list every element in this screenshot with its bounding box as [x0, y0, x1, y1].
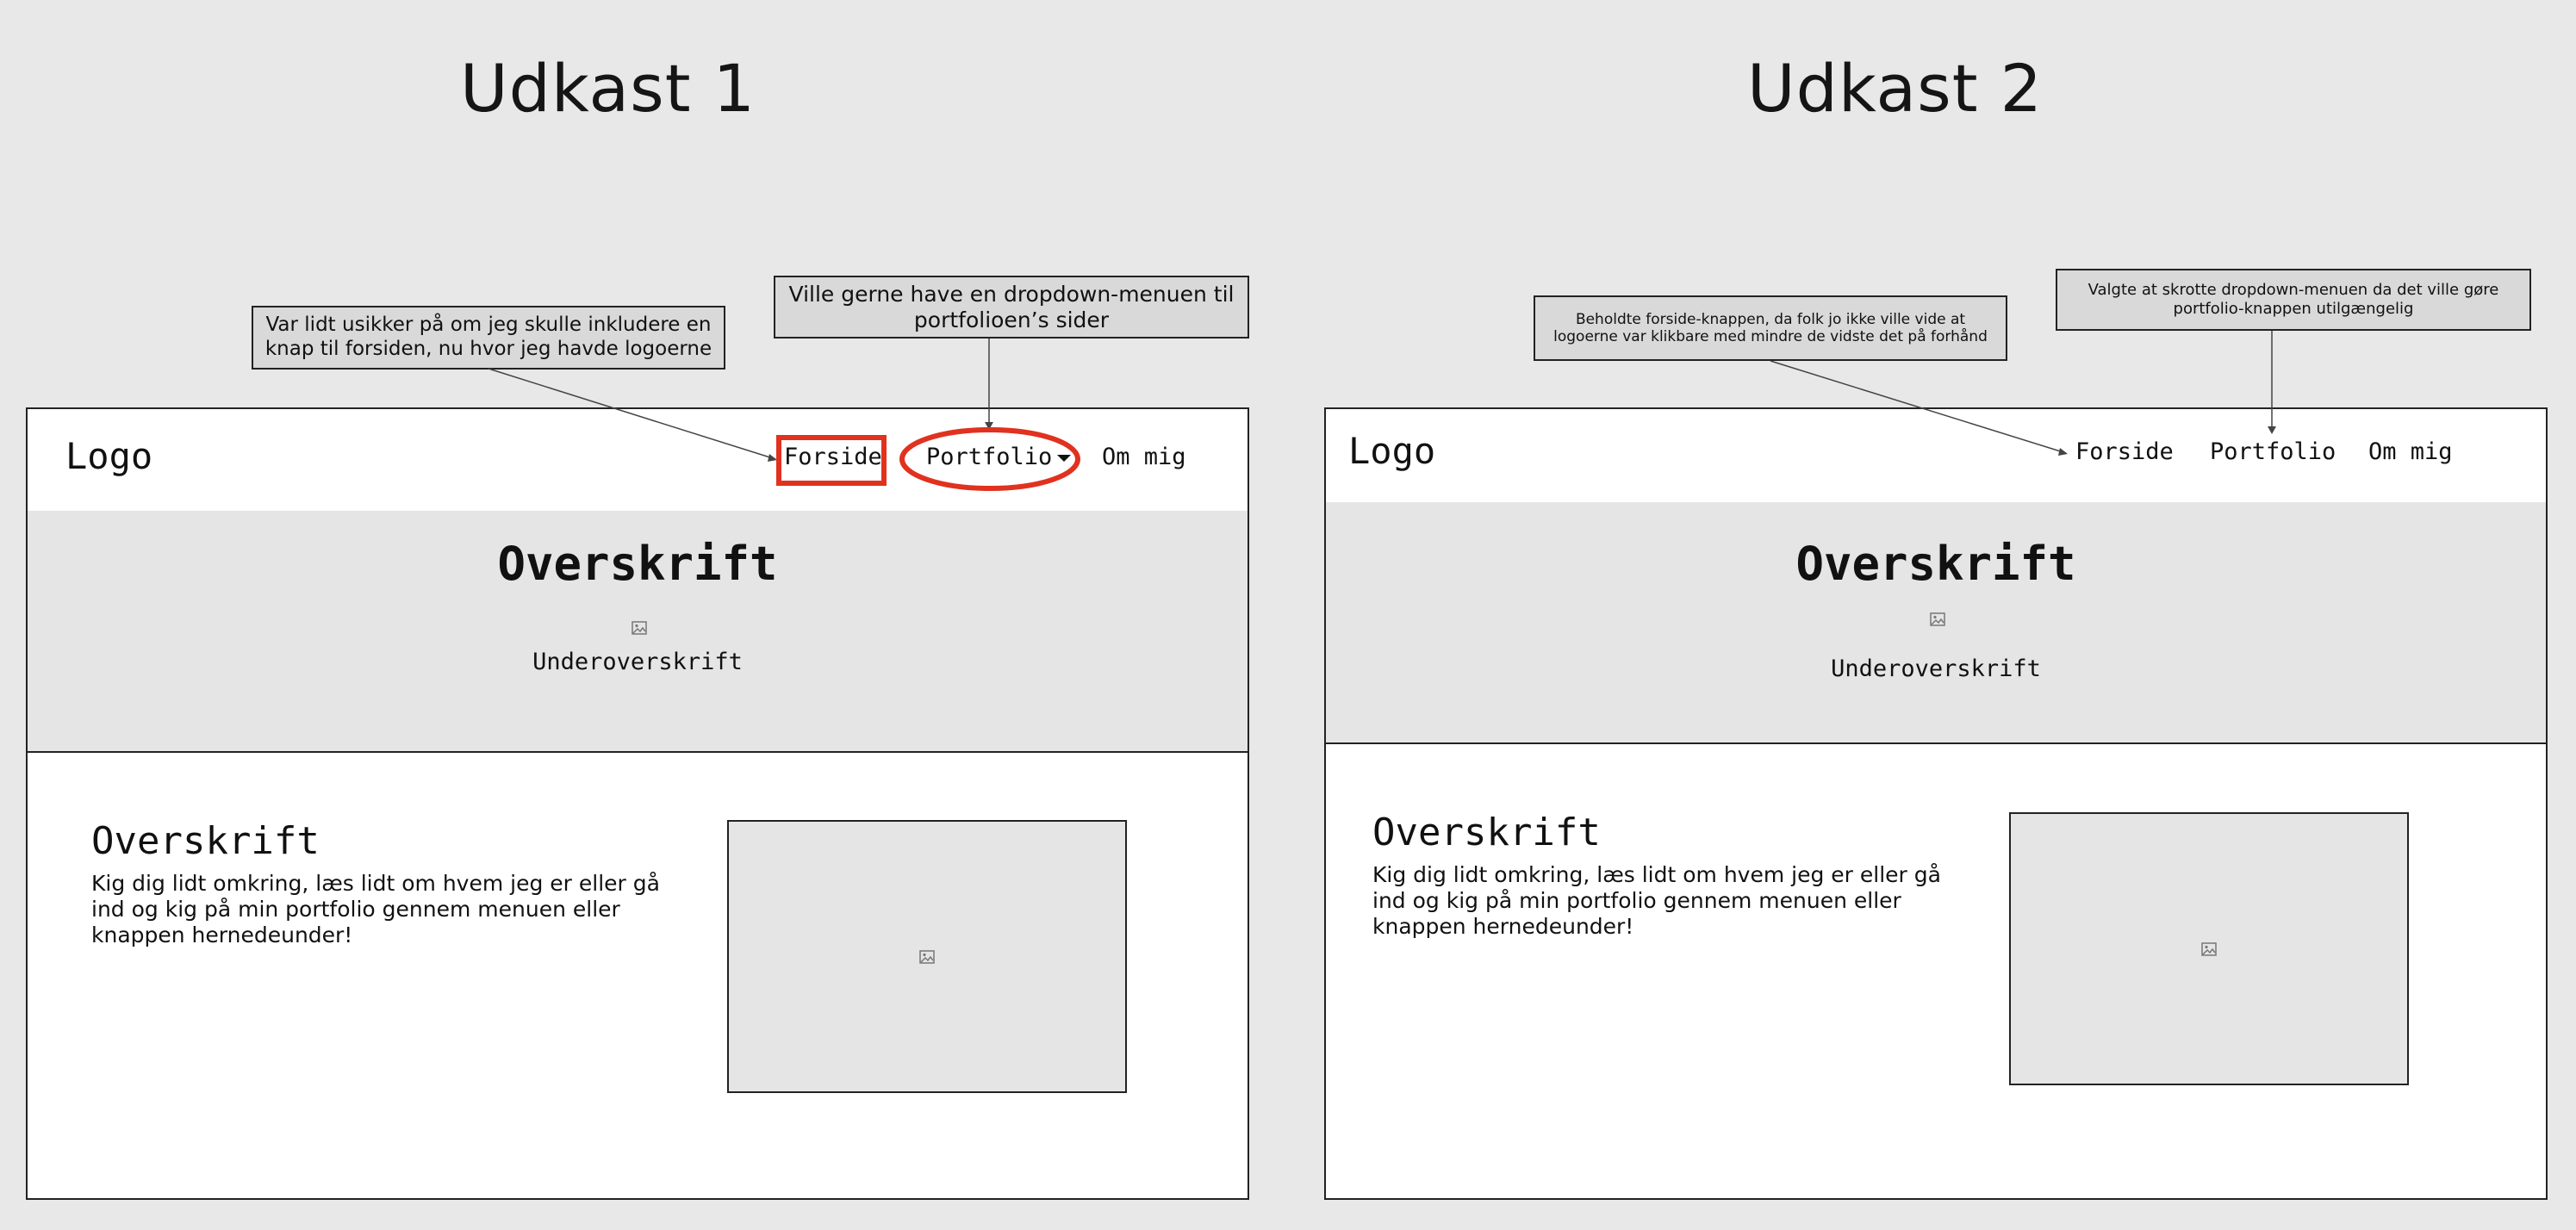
draft-2-nav-forside[interactable]: Forside	[2075, 438, 2174, 465]
draft-2-wireframe: Logo Forside Portfolio Om mig Overskrift…	[1324, 407, 2548, 1200]
draft-1-nav-portfolio[interactable]: Portfolio	[926, 444, 1072, 470]
draft-2-note-forside: Beholdte forside-knappen, da folk jo ikk…	[1534, 295, 2007, 361]
draft-1-nav-portfolio-label: Portfolio	[926, 444, 1053, 470]
draft-2-hero-image-icon	[1930, 612, 1945, 626]
draft-2-navbar: Logo Forside Portfolio Om mig	[1326, 409, 2546, 504]
draft-2-hero-title: Overskrift	[1795, 537, 2076, 591]
draft-1-hero-subtitle: Underoverskrift	[532, 649, 743, 675]
draft-2-note-dropdown: Valgte at skrotte dropdown-menuen da det…	[2056, 269, 2531, 331]
draft-2-hero: Overskrift Underoverskrift	[1326, 502, 2546, 744]
draft-2-content-title: Overskrift	[1372, 811, 1601, 854]
draft-2-note-forside-text: Beholdte forside-knappen, da folk jo ikk…	[1553, 310, 1988, 345]
draft-1-hero-image-icon	[632, 621, 647, 635]
draft-1-nav-om-mig[interactable]: Om mig	[1102, 444, 1186, 470]
chevron-down-icon	[1057, 454, 1072, 462]
draft-1-hero: Overskrift Underoverskrift	[28, 511, 1248, 753]
draft-2-nav-om-mig[interactable]: Om mig	[2368, 438, 2453, 465]
draft-2-note-dropdown-text: Valgte at skrotte dropdown-menuen da det…	[2088, 281, 2499, 318]
draft-1-note-forside-text: Var lidt usikker på om jeg skulle inklud…	[264, 314, 712, 360]
draft-1-title: Udkast 1	[460, 50, 756, 127]
draft-2-nav-portfolio[interactable]: Portfolio	[2210, 438, 2336, 465]
draft-2-title: Udkast 2	[1747, 50, 2044, 127]
draft-2-image-placeholder	[2009, 812, 2409, 1085]
draft-1-content-title: Overskrift	[91, 819, 320, 863]
draft-2-logo[interactable]: Logo	[1348, 430, 1436, 472]
draft-1-note-dropdown-text: Ville gerne have en dropdown-menuen til …	[788, 281, 1235, 332]
draft-1-image-placeholder	[727, 820, 1127, 1093]
draft-1-image-icon	[919, 950, 935, 964]
draft-1-content-text: Kig dig lidt omkring, læs lidt om hvem j…	[91, 871, 660, 947]
draft-1-note-forside: Var lidt usikker på om jeg skulle inklud…	[252, 306, 725, 370]
draft-2-hero-subtitle: Underoverskrift	[1831, 655, 2041, 682]
draft-1-hero-title: Overskrift	[497, 537, 778, 591]
draft-2-content-text: Kig dig lidt omkring, læs lidt om hvem j…	[1372, 862, 1941, 939]
draft-2-image-icon	[2201, 942, 2217, 956]
draft-1-navbar: Logo Forside Portfolio Om mig	[28, 409, 1248, 512]
draft-1-wireframe: Logo Forside Portfolio Om mig Overskrift…	[26, 407, 1249, 1200]
draft-1-nav-forside[interactable]: Forside	[784, 444, 882, 470]
draft-1-logo[interactable]: Logo	[65, 435, 153, 477]
draft-1-note-dropdown: Ville gerne have en dropdown-menuen til …	[774, 276, 1249, 339]
